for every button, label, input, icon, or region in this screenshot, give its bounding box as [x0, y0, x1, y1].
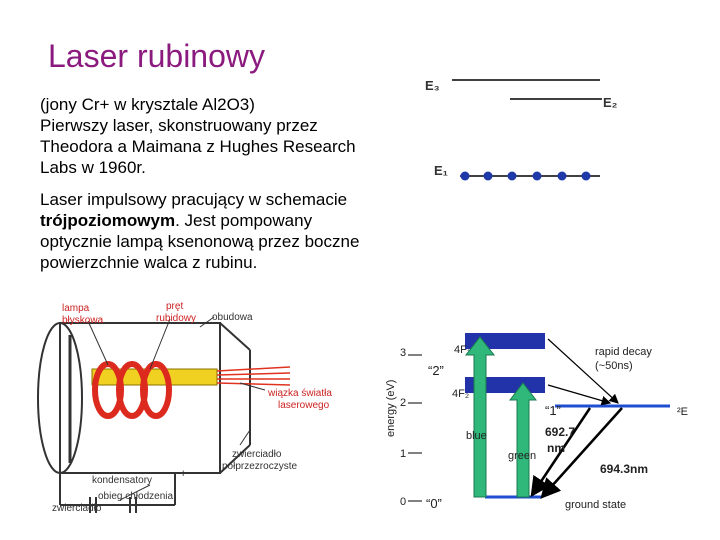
- tick-0: 0: [400, 496, 406, 508]
- rapid-decay-arrow-2: [547, 384, 612, 406]
- label-4f2: 4F₂: [452, 388, 469, 400]
- e2-label: E₂: [603, 95, 618, 110]
- e1-label: E₁: [434, 163, 448, 178]
- label-4f1: 4F₁: [454, 344, 471, 356]
- blue-label: blue: [466, 430, 487, 442]
- beam-label-2: laserowego: [278, 400, 330, 411]
- intro-line-2: Pierwszy laser, skonstruowany przez: [40, 116, 318, 135]
- pulse-paragraph: Laser impulsowy pracujący w schemacie tr…: [40, 189, 390, 273]
- tick-1: 1: [400, 448, 406, 460]
- rod-label-2: rubidowy: [156, 313, 196, 324]
- semi-mirror-label-2: półprzezroczyste: [222, 461, 297, 472]
- housing-taper-top: [219, 322, 251, 351]
- ion-dot: [483, 171, 493, 181]
- rapid-decay-label-1: rapid decay: [595, 346, 652, 358]
- ruby-rod: [91, 368, 218, 386]
- label-q1: “1”: [545, 403, 561, 418]
- e3-label: E₃: [425, 78, 440, 93]
- intro-line-3: Theodora a Maimana z Hughes Research: [40, 137, 356, 156]
- label-2e: ²E: [677, 406, 688, 418]
- emission-694-arrow: [540, 407, 623, 499]
- green-pump-arrow: [508, 382, 538, 498]
- semi-mirror-label-1: zwierciadło: [232, 449, 282, 460]
- rapid-decay-arrow-1: [547, 338, 619, 404]
- housing-label: obudowa: [212, 312, 253, 323]
- mirror-label: zwierciadło: [52, 503, 102, 514]
- energy-level-diagram: energy (eV) 3 2 1 0 4F₁ “2” 4F₂ “1” ²E “…: [385, 333, 688, 511]
- pulse-line-2: trójpoziomowym. Jest pompowany: [40, 210, 390, 231]
- axis-ticks: [408, 354, 422, 502]
- pulse-line-4: powierzchnie walca z rubinu.: [40, 253, 258, 272]
- intro-line-4: Labs w 1960r.: [40, 158, 146, 177]
- pulse-line-1: Laser impulsowy pracujący w schemacie: [40, 190, 348, 209]
- energy-axis-label: energy (eV): [385, 380, 397, 437]
- lamp-label-1: lampa: [62, 303, 90, 314]
- beam-label-1: wiązka światła: [267, 388, 332, 399]
- laser-device-schematic: lampa błyskowa pręt rubidowy obudowa wią…: [37, 301, 332, 514]
- ion-dot: [507, 171, 517, 181]
- condensers-label: kondensatory: [92, 475, 152, 486]
- label-q0: “0”: [426, 496, 442, 511]
- label-pointers: [87, 316, 266, 501]
- housing-frame: [59, 322, 221, 474]
- label-q2: “2”: [428, 363, 444, 378]
- ion-dot: [460, 171, 470, 181]
- ion-dot: [532, 171, 542, 181]
- intro-paragraph: (jony Cr+ w krysztale Al2O3) Pierwszy la…: [40, 94, 390, 178]
- rod-label-1: pręt: [166, 301, 183, 312]
- three-level-scheme: E₃ E₂ E₁: [425, 78, 618, 181]
- line-692-label-1: 692.7: [545, 425, 575, 439]
- line-694-label: 694.3nm: [600, 462, 648, 476]
- tick-3: 3: [400, 347, 406, 359]
- condenser-symbols: [89, 497, 137, 513]
- cooling-label: obieg chłodzenia: [98, 491, 173, 502]
- pulse-line-3: optycznie lampą ksenonową przez boczne: [40, 232, 360, 251]
- slide-title: Laser rubinowy: [48, 38, 265, 74]
- rapid-decay-label-2: (~50ns): [595, 360, 633, 372]
- ion-dot: [557, 171, 567, 181]
- blue-pump-arrow: [464, 336, 496, 498]
- housing-taper-bottom: [219, 444, 251, 474]
- tick-2: 2: [400, 397, 406, 409]
- intro-line-1: (jony Cr+ w krysztale Al2O3): [40, 95, 255, 114]
- line-692-label-2: nm: [547, 441, 565, 455]
- ground-state-label: ground state: [565, 499, 626, 511]
- wiring: [59, 473, 176, 506]
- pulse-bold-term: trójpoziomowym: [40, 211, 176, 230]
- ion-dot: [581, 171, 591, 181]
- lamp-label-2: błyskowa: [62, 315, 104, 326]
- pulse-line-2-rest: . Jest pompowany: [175, 211, 313, 230]
- laser-beam: [216, 366, 291, 386]
- plus-sign: +: [180, 468, 186, 480]
- green-label: green: [508, 450, 536, 462]
